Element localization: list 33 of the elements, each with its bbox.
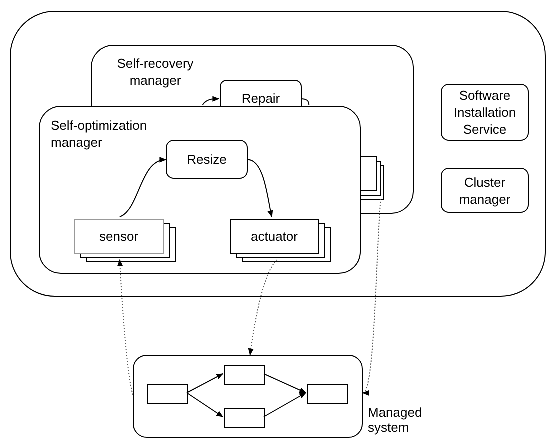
arrow (117, 259, 134, 396)
box-label: Cluster manager (458, 174, 512, 208)
process-box (166, 140, 248, 179)
panel-title: Self-optimization manager (51, 117, 148, 151)
manager-panel (39, 106, 361, 274)
arrow (264, 392, 307, 418)
arrow (202, 96, 220, 106)
system-caption: Managed system (368, 405, 424, 435)
arrow (119, 158, 167, 218)
system-box (133, 355, 363, 438)
arrow (264, 374, 307, 394)
arrow (248, 159, 274, 218)
container-box (10, 11, 546, 297)
box-label: sensor (99, 228, 139, 246)
box-label: actuator (251, 228, 298, 246)
service-box (441, 168, 529, 213)
stacked-box (361, 156, 384, 200)
component-box (147, 384, 188, 404)
component-box (224, 365, 265, 385)
service-box (441, 84, 529, 141)
stacked-box (74, 219, 176, 262)
process-box (220, 80, 302, 106)
panel-title: Self-recovery manager (116, 55, 195, 89)
box-label: Repair (242, 91, 280, 106)
box-label: Software Installation Service (452, 87, 518, 138)
arrow (362, 198, 382, 394)
box-label: Resize (187, 151, 227, 168)
arrow (186, 374, 224, 394)
arrow (248, 260, 278, 356)
component-box (224, 408, 265, 428)
stacked-box (230, 219, 331, 262)
component-box (307, 384, 348, 404)
arrow (186, 392, 224, 418)
